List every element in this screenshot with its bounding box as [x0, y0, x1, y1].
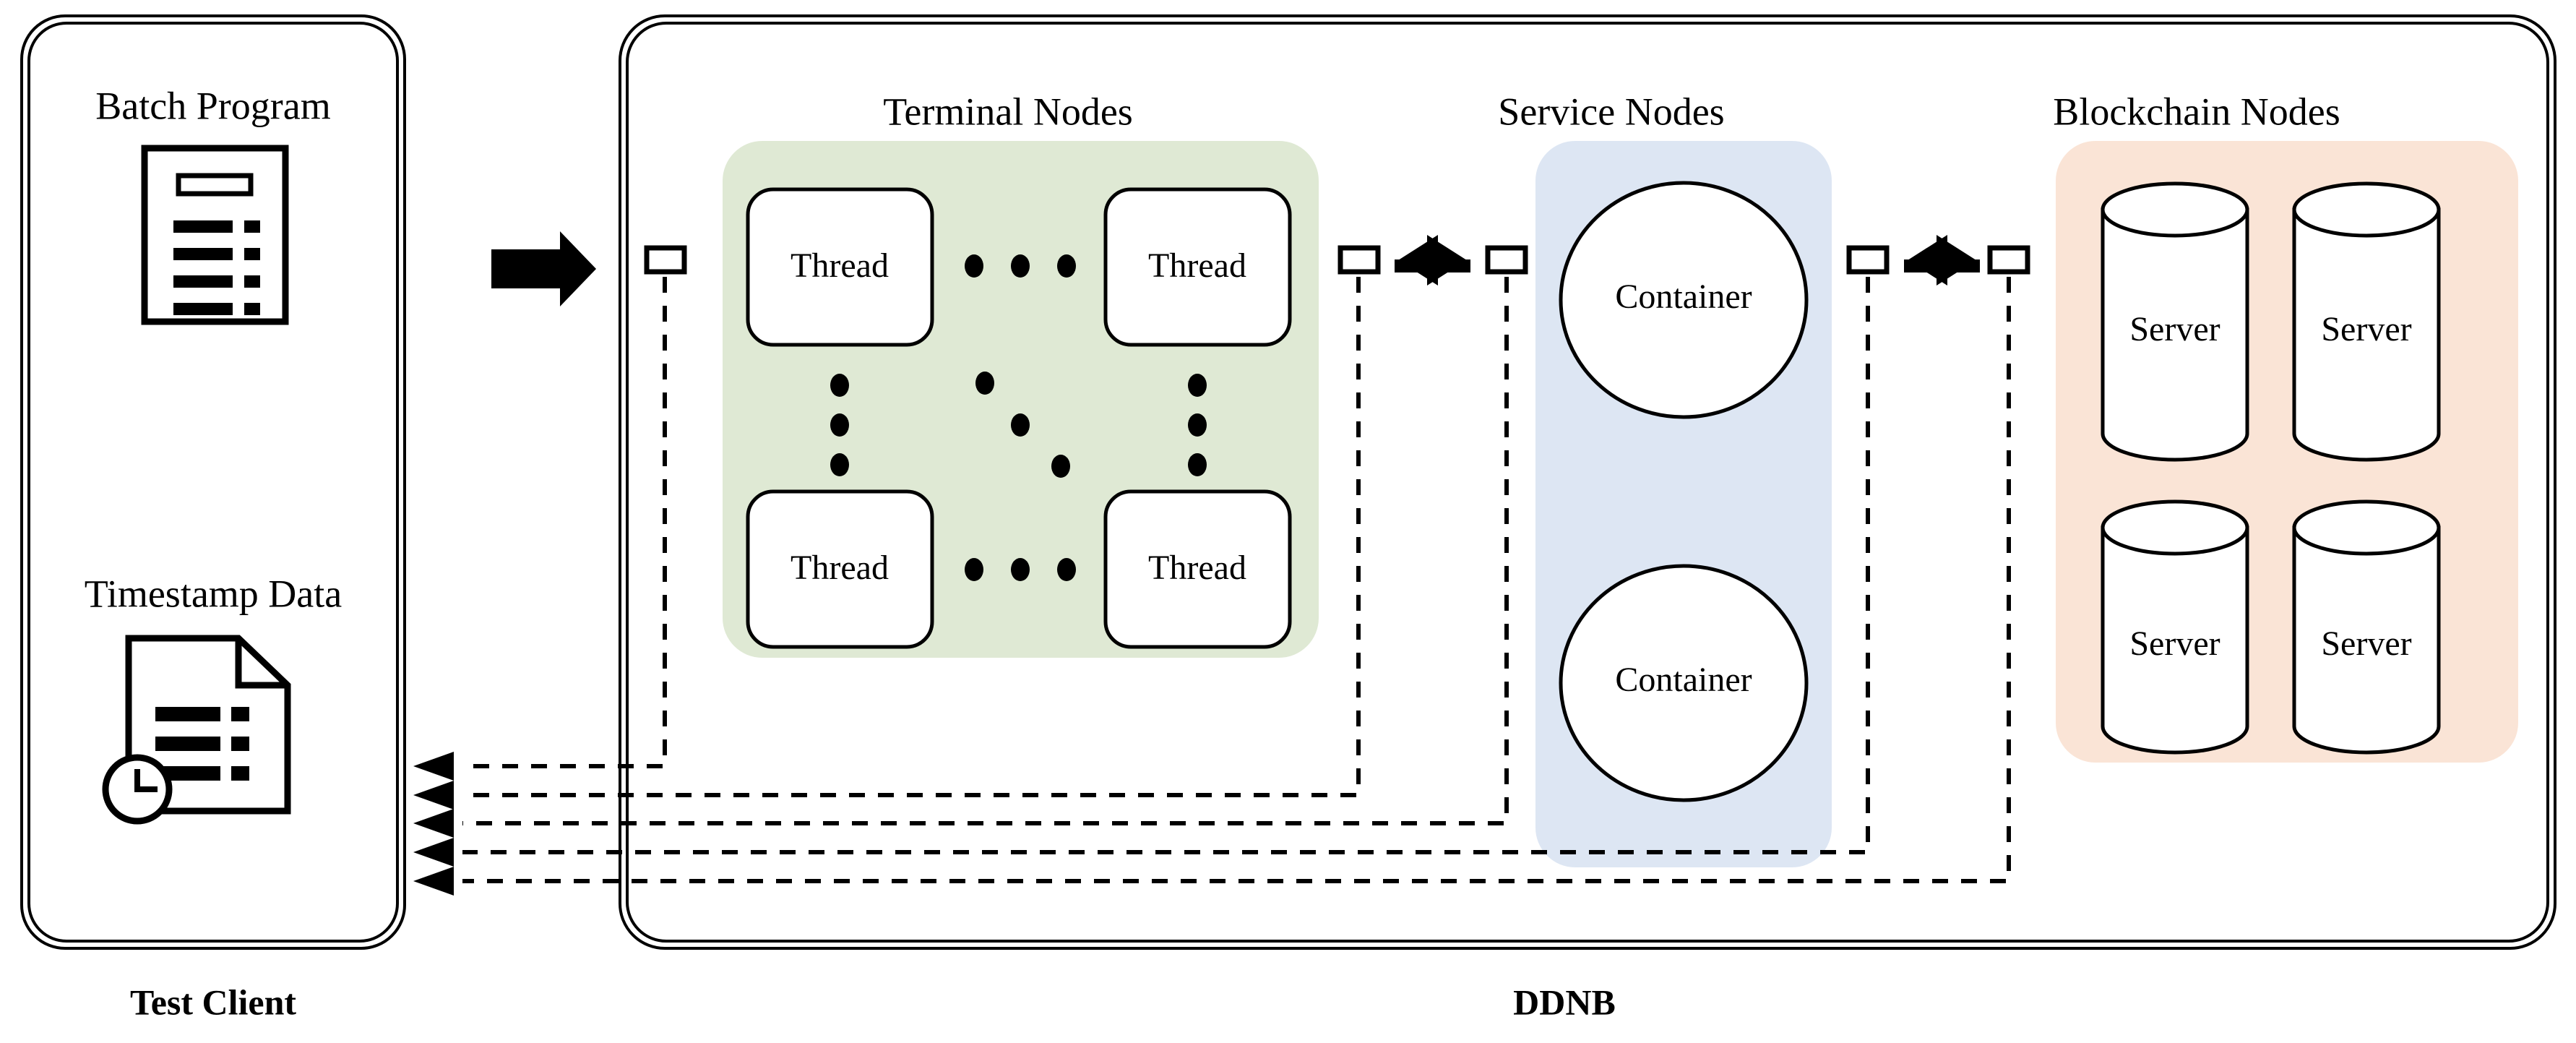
thread-node-2-label: Thread	[1148, 246, 1246, 285]
thread-node-1: Thread	[746, 187, 934, 347]
arrow-client-to-ddnb-icon	[491, 231, 596, 306]
ellipsis-vertical-left-icon	[830, 374, 849, 476]
feedback-arrowheads	[413, 752, 454, 896]
feedback-route-1	[462, 277, 667, 768]
server-node-2: Server	[2292, 181, 2441, 462]
ellipsis-diagonal-middle-icon	[975, 372, 1070, 478]
batch-program-title: Batch Program	[95, 84, 330, 127]
blockchain-nodes-title: Blockchain Nodes	[2053, 90, 2340, 133]
feedback-route-3	[462, 277, 1509, 825]
thread-node-4: Thread	[1103, 489, 1292, 649]
timestamp-data-title: Timestamp Data	[85, 572, 343, 615]
feedback-route-4	[462, 277, 1870, 854]
container-node-1-label: Container	[1615, 278, 1752, 316]
thread-node-2: Thread	[1103, 187, 1292, 347]
feedback-arrowhead-1	[413, 752, 454, 781]
thread-node-3-label: Thread	[791, 549, 889, 587]
terminal-nodes-title: Terminal Nodes	[883, 90, 1133, 133]
feedback-arrowhead-4	[413, 838, 454, 867]
server-node-3-label: Server	[2129, 624, 2220, 663]
feedback-arrowhead-3	[413, 809, 454, 838]
server-node-4: Server	[2292, 499, 2441, 755]
feedback-arrowhead-5	[413, 867, 454, 896]
thread-node-3: Thread	[746, 489, 934, 649]
container-node-2: Container	[1559, 564, 1809, 802]
thread-node-1-label: Thread	[791, 246, 889, 285]
server-node-2-label: Server	[2321, 310, 2411, 348]
arrow-terminal-service-icon	[1395, 235, 1470, 286]
server-node-4-label: Server	[2321, 624, 2411, 663]
feedback-arrowhead-2	[413, 781, 454, 810]
port-service-right-icon	[1846, 245, 1890, 275]
port-service-left-icon	[1485, 245, 1528, 275]
ellipsis-horizontal-top-icon	[965, 254, 1076, 278]
document-clock-icon	[102, 635, 291, 825]
thread-node-4-label: Thread	[1148, 549, 1246, 587]
ddnb-footer-label: DDNB	[1513, 982, 1616, 1022]
server-node-1: Server	[2101, 181, 2249, 462]
document-lines-icon	[141, 145, 289, 325]
arrow-service-blockchain-icon	[1904, 235, 1980, 286]
ellipsis-vertical-right-icon	[1188, 374, 1207, 476]
test-client-panel	[20, 14, 406, 950]
test-client-footer-label: Test Client	[130, 982, 296, 1022]
service-nodes-title: Service Nodes	[1498, 90, 1724, 133]
port-terminal-left-icon	[644, 245, 687, 275]
ellipsis-horizontal-bottom-icon	[965, 558, 1076, 581]
port-terminal-right-icon	[1337, 245, 1381, 275]
container-node-2-label: Container	[1615, 661, 1752, 699]
port-blockchain-left-icon	[1987, 245, 2030, 275]
container-node-1: Container	[1559, 181, 1809, 419]
ddnb-panel	[619, 14, 2556, 950]
server-node-3: Server	[2101, 499, 2249, 755]
server-node-1-label: Server	[2129, 310, 2220, 348]
